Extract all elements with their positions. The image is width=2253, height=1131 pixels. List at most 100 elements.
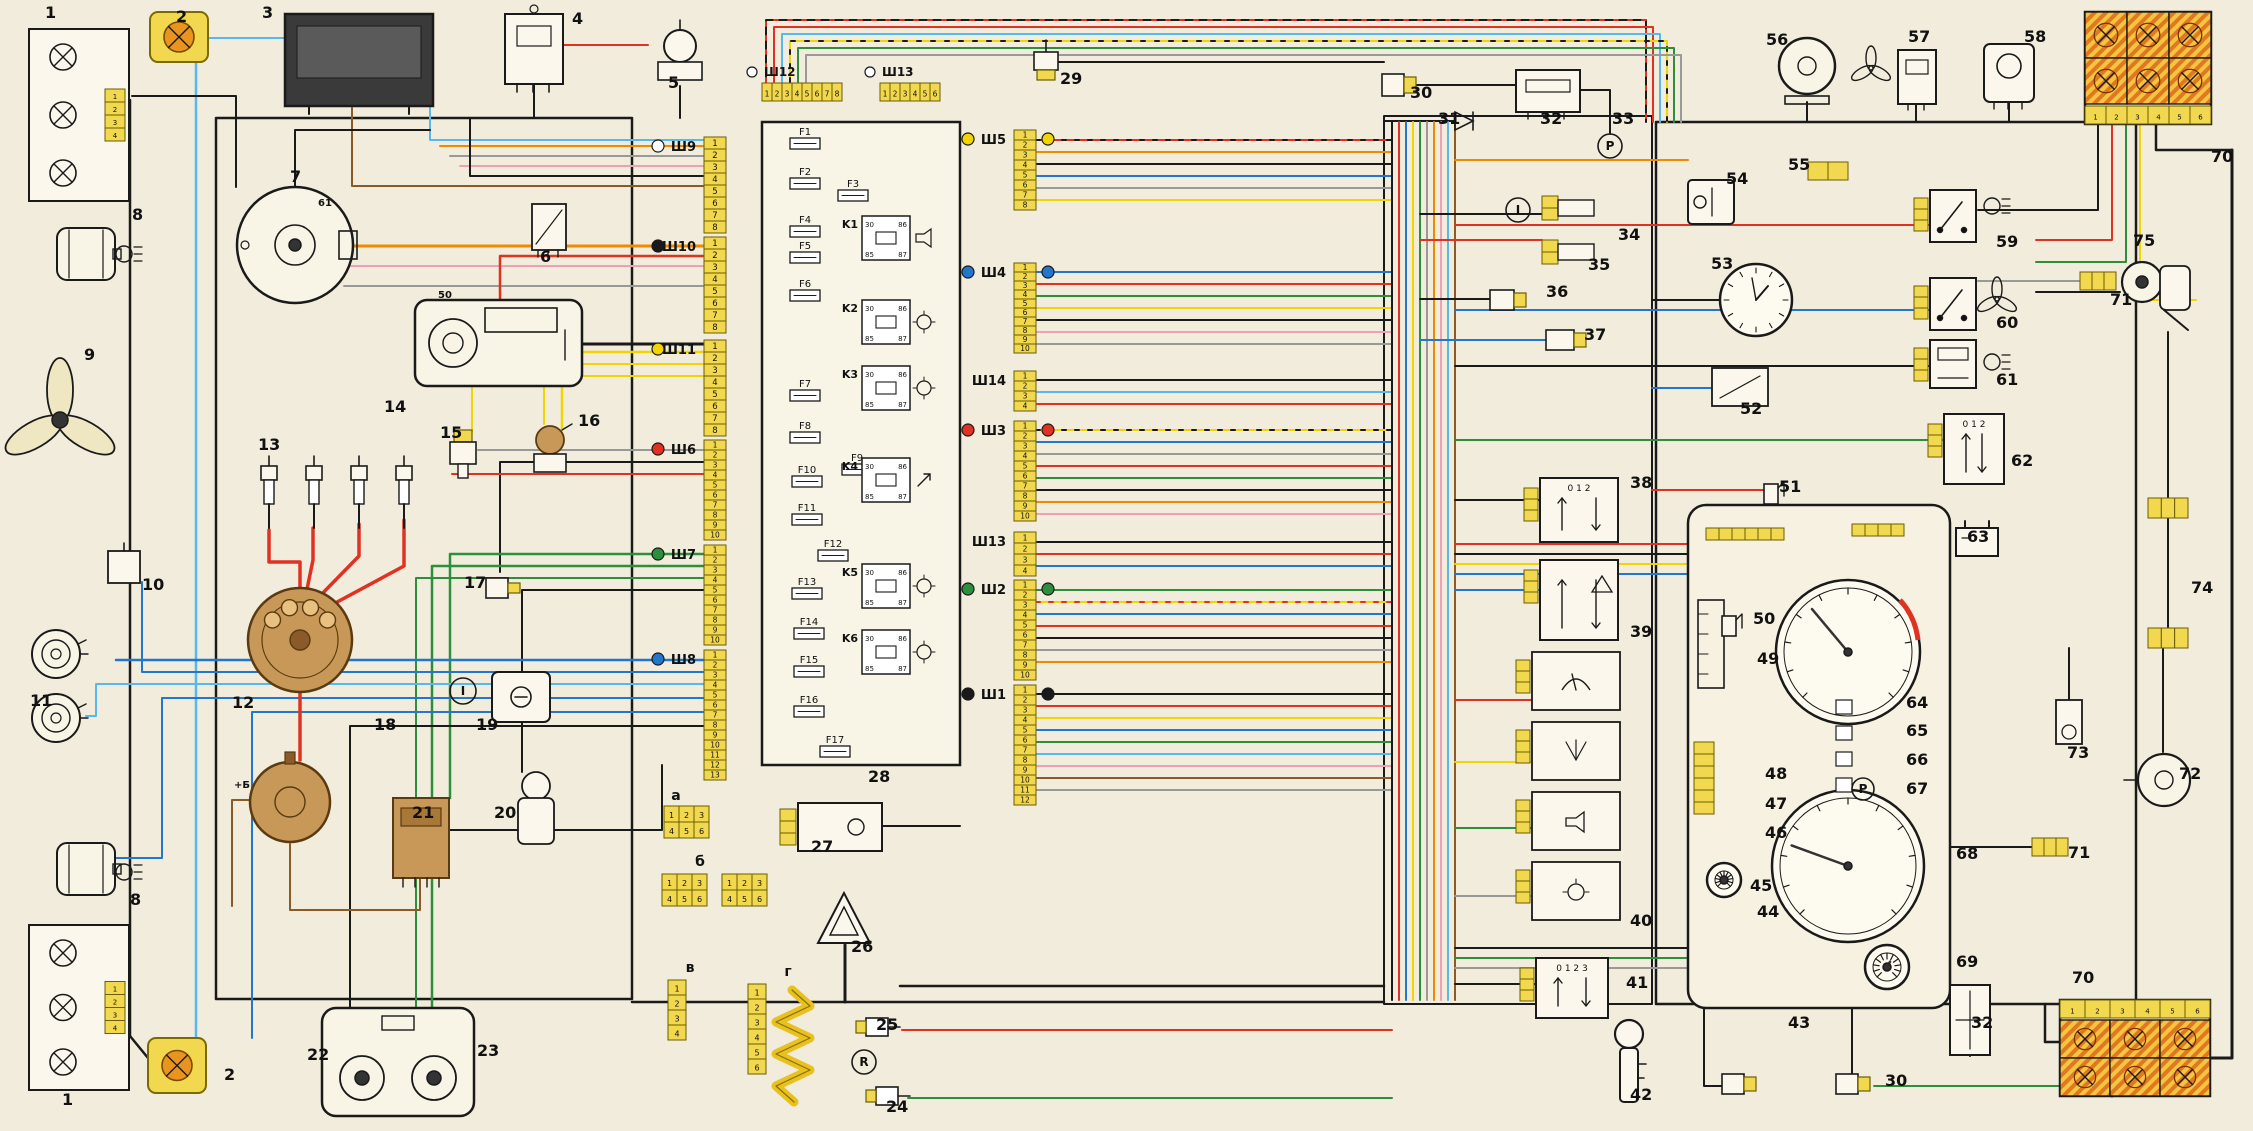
line xyxy=(53,943,73,963)
clock-53 xyxy=(1718,262,1794,338)
pin-cell xyxy=(693,821,710,839)
pin-number: 2 xyxy=(1023,591,1028,600)
pin-number: 5 xyxy=(712,187,717,197)
battery-body xyxy=(1955,527,1999,557)
line xyxy=(1939,289,1963,319)
connector-label: Ш7 xyxy=(671,548,696,563)
component-number: 1 xyxy=(45,3,56,22)
minute-hand xyxy=(1751,277,1757,301)
component-number: 71 xyxy=(2110,290,2132,309)
switch-59 xyxy=(1913,189,1977,243)
pin-number: 2 xyxy=(1023,544,1028,553)
pin-number: 2 xyxy=(1023,696,1028,705)
starter-14 xyxy=(413,298,584,388)
pin-number: 7 xyxy=(713,501,718,510)
fuse-label: F6 xyxy=(799,279,811,290)
component-number: 26 xyxy=(851,937,873,956)
pin-number: 1 xyxy=(1023,686,1028,695)
label: 30 xyxy=(865,371,874,379)
wiper-motor xyxy=(411,1055,457,1101)
line xyxy=(1557,579,1567,586)
wire xyxy=(131,95,237,188)
shape xyxy=(274,224,316,266)
pin-number: 9 xyxy=(713,626,718,635)
pin-number: 3 xyxy=(674,1014,679,1023)
pin-number: 1 xyxy=(113,985,117,993)
component-number: 11 xyxy=(30,691,52,710)
tick xyxy=(1891,909,1897,915)
pin-number: 5 xyxy=(713,586,718,595)
pin-number: 6 xyxy=(815,90,820,99)
pin-cell xyxy=(2055,837,2069,857)
pin-number: 6 xyxy=(754,1063,759,1072)
pin-number: 4 xyxy=(2156,114,2161,122)
pin-number: 4 xyxy=(113,1024,118,1032)
pin-number: 2 xyxy=(754,1003,759,1012)
pin-number: 3 xyxy=(712,366,717,376)
fuse-label: F2 xyxy=(799,167,811,178)
pin-number: 6 xyxy=(1023,736,1028,745)
lamp-symbol xyxy=(2073,1065,2097,1089)
sensor-body xyxy=(1381,73,1405,97)
sensor-body xyxy=(1835,1073,1859,1095)
pin-number: 5 xyxy=(1023,299,1028,308)
label: 85 xyxy=(865,599,874,607)
pin-number: 5 xyxy=(742,895,747,904)
pin-cell xyxy=(1519,989,1535,1002)
switch-body xyxy=(1539,559,1619,641)
pin-cell xyxy=(1519,967,1535,980)
line xyxy=(2076,1030,2094,1048)
pin-cell xyxy=(779,808,797,822)
pin-cell xyxy=(2103,271,2117,291)
fuse-label: F8 xyxy=(799,421,811,432)
pin-cell xyxy=(1890,523,1905,537)
label: 86 xyxy=(898,371,907,379)
pin-cell xyxy=(1013,510,1037,522)
fuse-F13: F13 xyxy=(791,577,823,600)
component-number: 13 xyxy=(258,435,280,454)
shape xyxy=(1960,314,1968,322)
pin-number: 10 xyxy=(1020,512,1030,521)
tick xyxy=(1816,804,1821,812)
component-number: 45 xyxy=(1750,876,1772,895)
connector-label: Ш14 xyxy=(972,374,1006,389)
connector-marker xyxy=(1041,687,1055,701)
pin-cell xyxy=(831,82,843,102)
device-5 xyxy=(657,19,703,81)
wire xyxy=(85,683,705,717)
tick xyxy=(1780,854,1788,857)
component-number: 70 xyxy=(2072,968,2094,987)
component-number: 43 xyxy=(1788,1013,1810,1032)
component-number: 30 xyxy=(1885,1071,1907,1090)
fuse-label: F7 xyxy=(799,379,811,390)
component-number: 68 xyxy=(1956,844,1978,863)
relay-coil xyxy=(875,315,897,329)
cap-terminal xyxy=(263,611,282,629)
fuse-label: F12 xyxy=(824,539,842,550)
component-number: 25 xyxy=(876,1015,898,1034)
component-number: 73 xyxy=(2067,743,2089,762)
fan-blade-icon xyxy=(1976,295,2000,313)
pin-number: 6 xyxy=(757,895,762,904)
pin-number: 6 xyxy=(1023,472,1028,481)
fuse-F3: F3 xyxy=(837,179,869,202)
component-73 xyxy=(2055,699,2083,745)
hub xyxy=(1719,875,1729,885)
tick xyxy=(1897,825,1904,831)
pin-number: 2 xyxy=(682,879,687,888)
shape xyxy=(533,453,567,473)
tick xyxy=(1888,692,1894,698)
label: 87 xyxy=(898,251,907,259)
pin-number: 1 xyxy=(713,441,718,450)
connector-marker xyxy=(651,139,665,153)
plug-body xyxy=(398,479,410,505)
pin-cell xyxy=(1877,523,1892,537)
wire xyxy=(447,764,663,831)
pin-number: 2 xyxy=(742,879,747,888)
pin-number: 3 xyxy=(697,879,702,888)
tick xyxy=(1784,641,1792,644)
